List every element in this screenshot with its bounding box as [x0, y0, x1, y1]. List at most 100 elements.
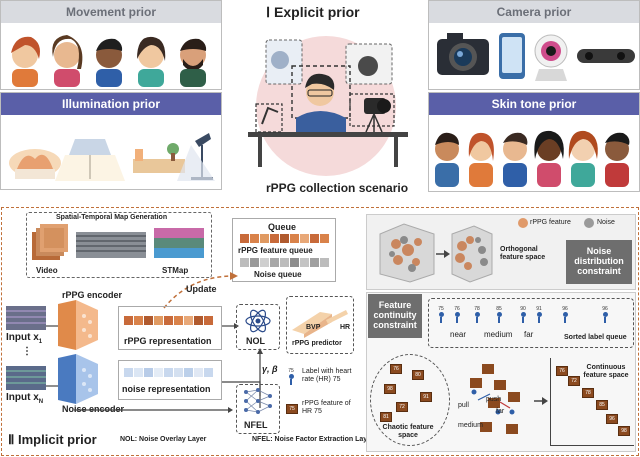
chaotic-space-box: [370, 354, 450, 446]
chaotic-cube-3: 98: [384, 384, 396, 394]
rppg-representation-box: [118, 306, 222, 350]
chaotic-cube-2: 80: [412, 370, 424, 380]
legend-noise-text: Noise: [597, 219, 615, 226]
implicit-prior-frame: [1, 207, 639, 456]
gamma-beta-label: γ, β: [262, 364, 278, 374]
sorted-label-queue-box: [428, 298, 634, 348]
illumination-prior-title: Illumination prior: [1, 93, 221, 115]
sorted-label-75: 75: [438, 306, 444, 312]
sorted-label-76: 76: [454, 306, 460, 312]
sorted-label-people: 75 76 78 85 90 91 96 96: [434, 306, 630, 330]
sorted-label-85: 85: [496, 306, 502, 312]
illumination-prior-panel: Illumination prior: [0, 92, 222, 190]
chaotic-cube-1: 76: [390, 364, 402, 374]
collection-scene-illustration: [248, 36, 408, 176]
hr-label-number: 75: [288, 368, 294, 374]
explicit-prior-panel: Ⅰ Explicit prior rPPG collection scenari…: [228, 0, 418, 200]
stmap-title: Spatial-Temporal Map Generation: [56, 214, 168, 221]
noise-queue-bar: [240, 258, 329, 267]
hr-label-legend-text: Label with heart rate (HR) 75: [302, 368, 352, 384]
video-frames-illustration: [32, 224, 68, 260]
stmap-label: STMap: [162, 266, 189, 275]
noise-representation-label: noise representation: [122, 384, 211, 394]
continuous-cube-2: 72: [568, 376, 580, 386]
nol-definition: NOL: Noise Overlay Layer: [120, 436, 207, 443]
far-label-2: far: [496, 408, 505, 415]
sorted-label-91: 91: [536, 306, 542, 312]
sorted-label-90: 90: [520, 306, 526, 312]
input-n-sub: N: [38, 399, 44, 405]
camera-prior-panel: Camera prior: [428, 0, 640, 90]
movement-prior-panel: Movement prior: [0, 0, 222, 90]
rppg-encoder-block: [58, 300, 98, 350]
legend-noise-dot: [584, 218, 594, 228]
stmap-strips-illustration: [76, 228, 204, 258]
input-n-thumbnail: [6, 366, 46, 390]
push-label: push: [486, 396, 502, 403]
continuous-cube-4: 85: [596, 400, 608, 410]
input-dots: ⋮: [22, 346, 32, 357]
network-icon: [244, 388, 272, 414]
input-1-sub: 1: [38, 339, 43, 345]
sorted-label-78: 78: [474, 306, 480, 312]
nfel-label: NFEL: [244, 420, 268, 430]
rppg-feature-cube-icon: 75: [286, 404, 298, 414]
continuous-cube-6: 98: [618, 426, 630, 436]
input-n-label: Input xN: [6, 392, 43, 405]
noise-representation-box: [118, 360, 222, 400]
continuous-arrow: [534, 397, 548, 405]
legend-rppg-dot: [518, 218, 528, 228]
implicit-prior-title: Ⅱ Implicit prior: [8, 432, 97, 447]
bvp-label: BVP: [306, 324, 321, 331]
video-label: Video: [36, 266, 58, 275]
skin-tone-faces-illustration: [435, 130, 630, 187]
continuous-space-box: [550, 358, 634, 446]
rppg-queue-bar: [240, 234, 329, 243]
input-1-thumbnail: [6, 306, 46, 330]
legend-rppg-text: rPPG feature: [530, 219, 571, 226]
nfel-box: [236, 384, 280, 434]
update-arrow: [163, 272, 238, 309]
hr-label: HR: [340, 324, 351, 331]
rppg-queue-label: rPPG feature queue: [238, 246, 313, 255]
stmap-generation-box: [26, 212, 212, 278]
chaotic-label: Chaotic feature space: [382, 424, 434, 440]
noise-queue-label: Noise queue: [254, 270, 302, 279]
input-1-text: Input x: [6, 332, 39, 343]
medium-label: medium: [484, 330, 513, 339]
hr-label-person-icon: 75: [284, 368, 298, 385]
input-1-label: Input x1: [6, 332, 42, 345]
movement-faces-illustration: [11, 35, 207, 87]
sorted-label-96: 96: [562, 306, 568, 312]
nol-label: NOL: [246, 336, 265, 346]
chaotic-cube-4: 91: [420, 392, 432, 402]
update-label: Update: [186, 284, 217, 294]
lighting-illustration: [9, 133, 215, 181]
rppg-representation-label: rPPG representation: [124, 336, 212, 346]
predictor-box: [286, 296, 354, 354]
noise-representation-bar: [124, 368, 213, 377]
medium-label-2: medium: [458, 422, 483, 429]
camera-prior-title: Camera prior: [429, 1, 639, 23]
camera-devices-illustration: [437, 33, 635, 81]
feature-constraint-box: Feature continuity constraint: [368, 294, 422, 338]
queue-title: Queue: [268, 222, 297, 232]
continuous-cube-5: 96: [606, 414, 618, 424]
sorted-queue-label: Sorted label queue: [564, 334, 627, 341]
explicit-prior-title: Ⅰ Explicit prior: [266, 4, 360, 20]
continuous-cube-1: 76: [556, 366, 568, 376]
flow-arrows: [46, 323, 263, 413]
orthogonal-label: Orthogonal feature space: [500, 246, 546, 262]
scenario-caption: rPPG collection scenario: [266, 181, 409, 195]
far-label: far: [524, 330, 534, 339]
nol-box: [236, 304, 280, 350]
nfel-definition: NFEL: Noise Factor Extraction Layer: [252, 436, 374, 443]
orthogonal-feature-space-illustration: [379, 223, 493, 283]
noise-encoder-block: [58, 354, 98, 404]
chaotic-cube-5: 72: [396, 402, 408, 412]
rppg-representation-bar: [124, 316, 213, 325]
queue-box: [232, 218, 336, 282]
pull-push-illustration: [470, 364, 520, 434]
continuous-cube-3: 78: [582, 388, 594, 398]
near-label: near: [450, 330, 467, 339]
